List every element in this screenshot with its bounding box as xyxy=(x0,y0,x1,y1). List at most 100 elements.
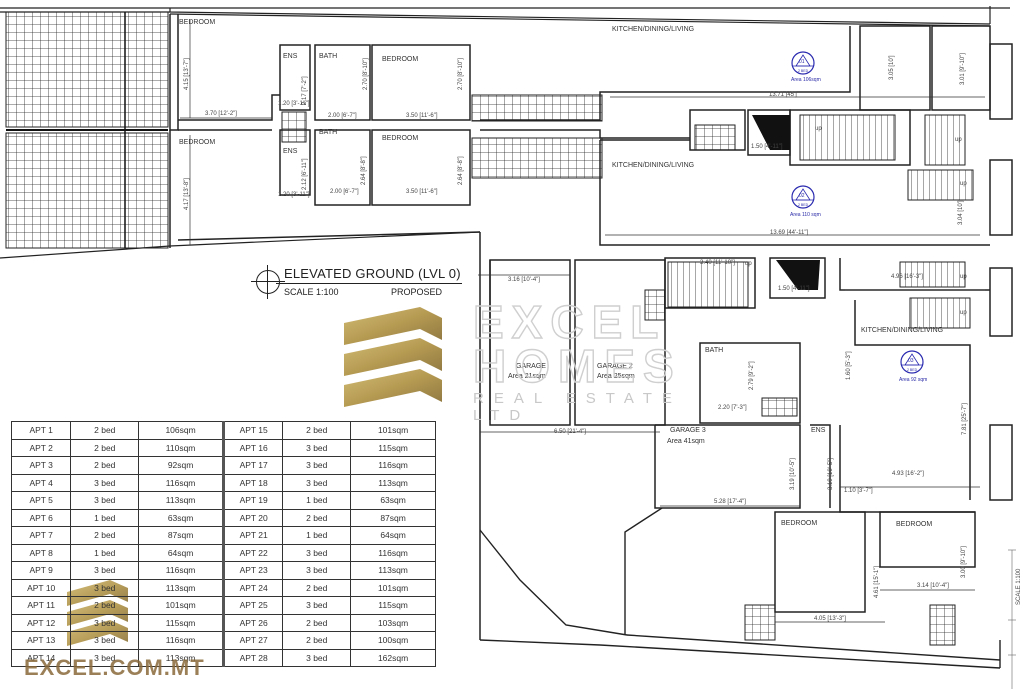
apartment-tag-02: 02 2 BED Area 110 sqm xyxy=(790,185,821,218)
room-label: BEDROOM xyxy=(781,520,817,527)
drawing-scale: SCALE 1:100 xyxy=(284,287,339,297)
table-cell-b-beds: 1 bed xyxy=(282,526,352,545)
room-label: ENS xyxy=(283,53,298,60)
drawing-title: ELEVATED GROUND (LVL 0) xyxy=(284,266,461,281)
svg-text:3.14 [10'-4"]: 3.14 [10'-4"] xyxy=(917,583,949,589)
svg-text:up: up xyxy=(960,181,967,187)
room-label: BEDROOM xyxy=(382,135,418,142)
table-cell-a-apt: APT 6 xyxy=(10,508,72,527)
table-cell-b-apt: APT 24 xyxy=(222,578,284,597)
table-cell-a-area: 113sqm xyxy=(138,648,225,667)
svg-text:4.15 [13'-7"]: 4.15 [13'-7"] xyxy=(184,58,190,90)
svg-text:01: 01 xyxy=(799,59,805,65)
svg-text:2.00 [6'-7"]: 2.00 [6'-7"] xyxy=(330,189,359,195)
table-cell-a-area: 113sqm xyxy=(138,491,225,510)
table-cell-a-area: 92sqm xyxy=(138,456,225,475)
table-cell-a-apt: APT 7 xyxy=(10,526,72,545)
svg-text:2.79 [9'-2"]: 2.79 [9'-2"] xyxy=(749,361,755,390)
room-label: BATH xyxy=(319,53,337,60)
svg-text:2.20 [7'-3"]: 2.20 [7'-3"] xyxy=(718,405,747,411)
svg-text:3.04 [10']: 3.04 [10'] xyxy=(958,200,964,225)
table-cell-b-beds: 2 bed xyxy=(282,631,352,650)
table-cell-a-area: 64sqm xyxy=(138,543,225,562)
room-label: GARAGE 3 xyxy=(670,427,706,434)
svg-text:1.60 [5'-3"]: 1.60 [5'-3"] xyxy=(846,351,852,380)
table-cell-b-apt: APT 21 xyxy=(222,526,284,545)
svg-text:3.70 [12'-2"]: 3.70 [12'-2"] xyxy=(205,111,237,117)
svg-text:13.69 [44'-11"]: 13.69 [44'-11"] xyxy=(770,230,809,236)
table-cell-a-beds: 1 bed xyxy=(70,543,140,562)
svg-text:4.96 [16'-3"]: 4.96 [16'-3"] xyxy=(891,274,923,280)
table-cell-b-apt: APT 19 xyxy=(222,491,284,510)
room-label: BEDROOM xyxy=(382,56,418,63)
table-cell-a-beds: 3 bed xyxy=(70,613,140,632)
table-cell-b-apt: APT 27 xyxy=(222,631,284,650)
room-label: KITCHEN/DINING/LIVING xyxy=(612,26,694,33)
table-cell-b-area: 116sqm xyxy=(350,543,436,562)
table-cell-b-apt: APT 20 xyxy=(222,508,284,527)
table-cell-a-area: 116sqm xyxy=(138,561,225,580)
table-cell-b-area: 113sqm xyxy=(350,473,436,492)
table-cell-a-area: 63sqm xyxy=(138,508,225,527)
table-cell-b-area: 115sqm xyxy=(350,596,436,615)
svg-text:2 BED: 2 BED xyxy=(907,368,918,372)
table-cell-b-apt: APT 17 xyxy=(222,456,284,475)
room-label: BATH xyxy=(705,347,723,354)
table-cell-a-beds: 2 bed xyxy=(70,596,140,615)
room-label: Area 25sqm xyxy=(597,373,635,380)
dimension-labels: 4.15 [13'-7"] 3.70 [12'-2"] 4.17 [13'-8"… xyxy=(184,53,968,622)
table-cell-b-area: 115sqm xyxy=(350,438,436,457)
table-cell-b-beds: 2 bed xyxy=(282,613,352,632)
room-label: ENS xyxy=(283,148,298,155)
table-cell-b-beds: 3 bed xyxy=(282,543,352,562)
table-cell-b-area: 113sqm xyxy=(350,561,436,580)
table-cell-a-apt: APT 4 xyxy=(10,473,72,492)
table-cell-a-area: 115sqm xyxy=(138,613,225,632)
excel-homes-logo xyxy=(344,307,442,407)
svg-text:up: up xyxy=(955,137,962,143)
svg-text:2.00 [6'-7"]: 2.00 [6'-7"] xyxy=(328,113,357,119)
table-cell-a-beds: 3 bed xyxy=(70,473,140,492)
svg-text:up: up xyxy=(815,126,822,132)
table-cell-a-beds: 1 bed xyxy=(70,508,140,527)
section-marker-icon xyxy=(251,265,285,299)
room-label: BATH xyxy=(319,129,337,136)
table-cell-a-beds: 2 bed xyxy=(70,526,140,545)
table-cell-b-apt: APT 28 xyxy=(222,648,284,667)
table-cell-b-area: 103sqm xyxy=(350,613,436,632)
scale-bar-label: SCALE 1:100 xyxy=(1016,568,1022,605)
svg-text:1.50 [4'-11"]: 1.50 [4'-11"] xyxy=(778,286,810,292)
svg-text:Area 106sqm: Area 106sqm xyxy=(791,77,821,83)
table-cell-b-area: 100sqm xyxy=(350,631,436,650)
table-cell-a-area: 116sqm xyxy=(138,631,225,650)
table-cell-b-apt: APT 22 xyxy=(222,543,284,562)
table-cell-b-beds: 3 bed xyxy=(282,456,352,475)
svg-text:5.28 [17'-4"]: 5.28 [17'-4"] xyxy=(714,499,746,505)
table-cell-a-apt: APT 12 xyxy=(10,613,72,632)
svg-text:4.17 [13'-8"]: 4.17 [13'-8"] xyxy=(184,178,190,210)
svg-text:02: 02 xyxy=(799,193,805,199)
table-cell-a-apt: APT 11 xyxy=(10,596,72,615)
svg-text:1.20 [3'-11"]: 1.20 [3'-11"] xyxy=(278,192,310,198)
room-label: Area 41sqm xyxy=(667,438,705,445)
svg-text:3.50 [11'-6"]: 3.50 [11'-6"] xyxy=(406,113,438,119)
table-cell-a-apt: APT 8 xyxy=(10,543,72,562)
table-cell-b-apt: APT 16 xyxy=(222,438,284,457)
table-cell-b-beds: 3 bed xyxy=(282,473,352,492)
table-cell-b-beds: 1 bed xyxy=(282,491,352,510)
svg-text:4.05 [13'-3"]: 4.05 [13'-3"] xyxy=(814,616,846,622)
svg-text:13.71 [45']: 13.71 [45'] xyxy=(769,92,797,98)
room-label: GARAGE 2 xyxy=(597,363,633,370)
table-cell-b-area: 116sqm xyxy=(350,456,436,475)
table-cell-b-beds: 2 bed xyxy=(282,578,352,597)
table-cell-b-apt: APT 26 xyxy=(222,613,284,632)
room-label: BEDROOM xyxy=(179,19,215,26)
